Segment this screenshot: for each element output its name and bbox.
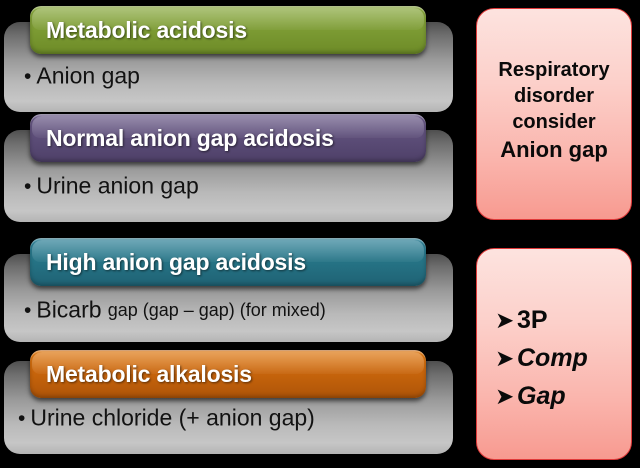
bullet-row-4: •Urine chloride (+ anion gap) (18, 406, 450, 430)
mnemonic-item-comp[interactable]: ➤ Comp (495, 339, 588, 377)
panel-top-line-2: disorder (513, 85, 595, 107)
header-label-2: Normal anion gap acidosis (46, 125, 334, 151)
mnemonic-item-gap[interactable]: ➤ Gap (495, 377, 588, 415)
bullet-dot-1: • (24, 64, 32, 88)
header-label-4: Metabolic alkalosis (46, 361, 252, 387)
bullet-row-3: •Bicarb gap (gap – gap) (for mixed) (24, 298, 450, 322)
header-bar-high-anion-gap-acidosis[interactable]: High anion gap acidosis (30, 238, 426, 286)
header-label-1: Metabolic acidosis (46, 17, 247, 43)
bullet-dot-3: • (24, 298, 32, 322)
header-bar-metabolic-acidosis[interactable]: Metabolic acidosis (30, 6, 426, 54)
header-label-3: High anion gap acidosis (46, 249, 306, 275)
arrow-right-icon: ➤ (495, 306, 515, 333)
bullet-dot-4: • (18, 406, 26, 430)
header-bar-normal-anion-gap-acidosis[interactable]: Normal anion gap acidosis (30, 114, 426, 162)
bullet-row-1: •Anion gap (24, 64, 450, 88)
bullet-main-3: Bicarb (36, 296, 102, 323)
bullet-main-1: Anion gap (36, 62, 140, 89)
bullet-dot-2: • (24, 174, 32, 198)
mnemonic-label-comp: Comp (517, 343, 588, 372)
header-bar-metabolic-alkalosis[interactable]: Metabolic alkalosis (30, 350, 426, 398)
bullet-main-4: Urine chloride (+ anion gap) (30, 404, 315, 431)
arrow-right-icon: ➤ (495, 382, 515, 409)
mnemonic-item-3p[interactable]: ➤ 3P (495, 301, 588, 339)
mnemonic-list: ➤ 3P ➤ Comp ➤ Gap (495, 301, 588, 415)
bullet-row-2: •Urine anion gap (24, 174, 450, 198)
panel-respiratory-disorder[interactable]: Respiratory disorder consider Anion gap (476, 8, 632, 220)
panel-mnemonic-list[interactable]: ➤ 3P ➤ Comp ➤ Gap (476, 248, 632, 460)
panel-top-line-3: consider (512, 111, 596, 133)
panel-top-line-1: Respiratory (498, 59, 610, 81)
bullet-main-2: Urine anion gap (36, 172, 199, 199)
mnemonic-label-3p: 3P (517, 305, 548, 334)
mnemonic-label-gap: Gap (517, 381, 566, 410)
bullet-small-3: gap (gap – gap) (for mixed) (107, 300, 326, 321)
panel-top-line-4-anion-gap: Anion gap (500, 137, 608, 162)
arrow-right-icon: ➤ (495, 344, 515, 371)
